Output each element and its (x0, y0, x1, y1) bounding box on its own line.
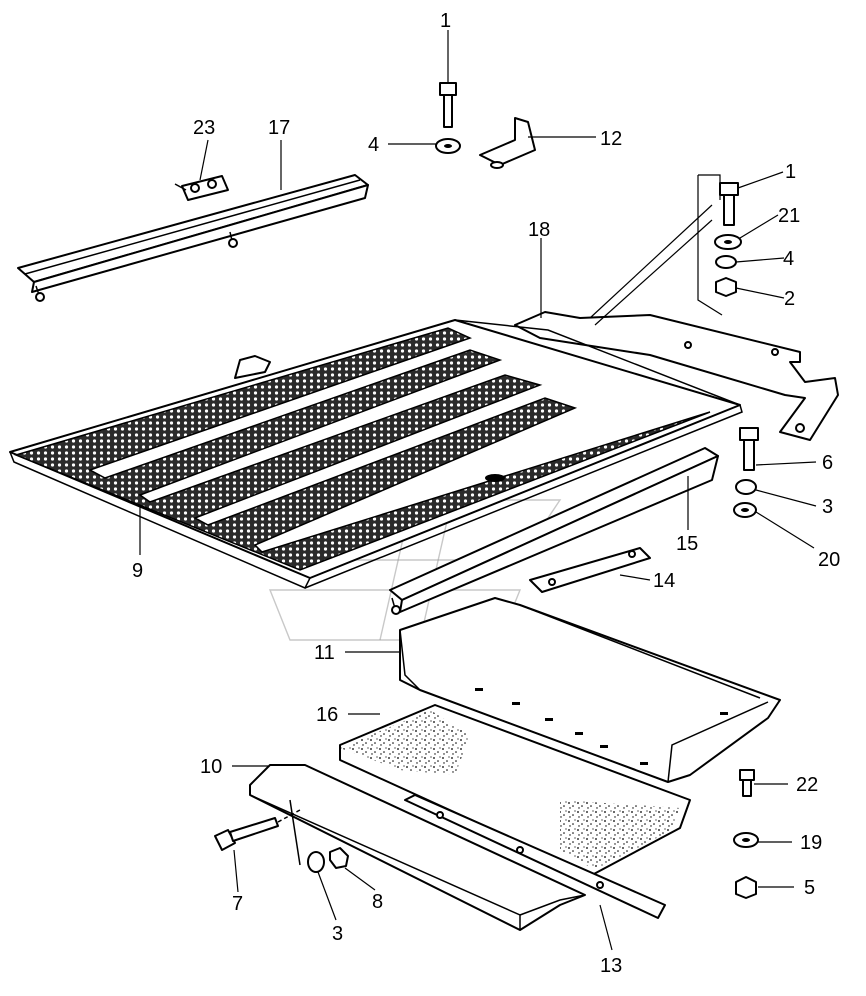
callout-17: 17 (268, 117, 290, 139)
part-9-mesh-panel (9, 319, 743, 589)
washer-3-right (735, 479, 757, 495)
callout-3-left: 3 (332, 923, 343, 945)
part-11-tray (399, 597, 781, 783)
callout-7: 7 (232, 893, 243, 915)
washer-4-right (715, 255, 737, 269)
part-18-side-bracket (454, 311, 839, 441)
callout-11: 11 (314, 642, 335, 664)
washer-20 (733, 502, 757, 518)
callout-20: 20 (818, 549, 840, 571)
callout-6: 6 (822, 452, 833, 474)
callout-8: 8 (372, 891, 383, 913)
callout-14: 14 (653, 570, 675, 592)
part-14-small-plate (529, 547, 651, 593)
callout-5: 5 (804, 877, 815, 899)
callout-1: 1 (440, 10, 451, 32)
part-13-flat-bar (404, 794, 666, 919)
callout-10: 10 (200, 756, 222, 778)
tray-slots (475, 688, 728, 765)
bolt-1-top (439, 82, 457, 128)
washer-21 (714, 234, 742, 250)
washer-3-left (307, 851, 325, 873)
bolt-7 (214, 809, 301, 851)
part-10-long-angle (249, 764, 586, 931)
leader-lines (139, 30, 817, 951)
callout-18: 18 (528, 219, 550, 241)
bolt-1-right (719, 182, 739, 226)
nut-8 (329, 847, 349, 869)
nut-2 (715, 277, 737, 297)
part-23-clamp (174, 175, 229, 201)
bolt-22 (739, 769, 755, 797)
washer-19 (733, 832, 759, 848)
part-16-pad (339, 704, 691, 876)
callout-15: 15 (676, 533, 698, 555)
callout-22: 22 (796, 774, 818, 796)
callout-4: 4 (368, 134, 379, 156)
callout-19: 19 (800, 832, 822, 854)
nut-5 (735, 876, 757, 899)
washer-4-top (435, 138, 461, 154)
callout-3-right: 3 (822, 496, 833, 518)
callout-labels: 1 4 12 23 17 1 21 4 2 18 6 3 20 15 9 14 … (132, 10, 840, 977)
callout-21: 21 (778, 205, 800, 227)
callout-12: 12 (600, 128, 622, 150)
callout-2: 2 (784, 288, 795, 310)
callout-1-right: 1 (785, 161, 796, 183)
callout-16: 16 (316, 704, 338, 726)
callout-13: 13 (600, 955, 622, 977)
part-17-rail (17, 174, 369, 302)
callout-9: 9 (132, 560, 143, 582)
bolt-6 (739, 427, 759, 471)
part-12-bracket (479, 117, 536, 169)
part-15-angle-strip (389, 447, 719, 615)
callout-4-right: 4 (783, 248, 794, 270)
callout-23: 23 (193, 117, 215, 139)
